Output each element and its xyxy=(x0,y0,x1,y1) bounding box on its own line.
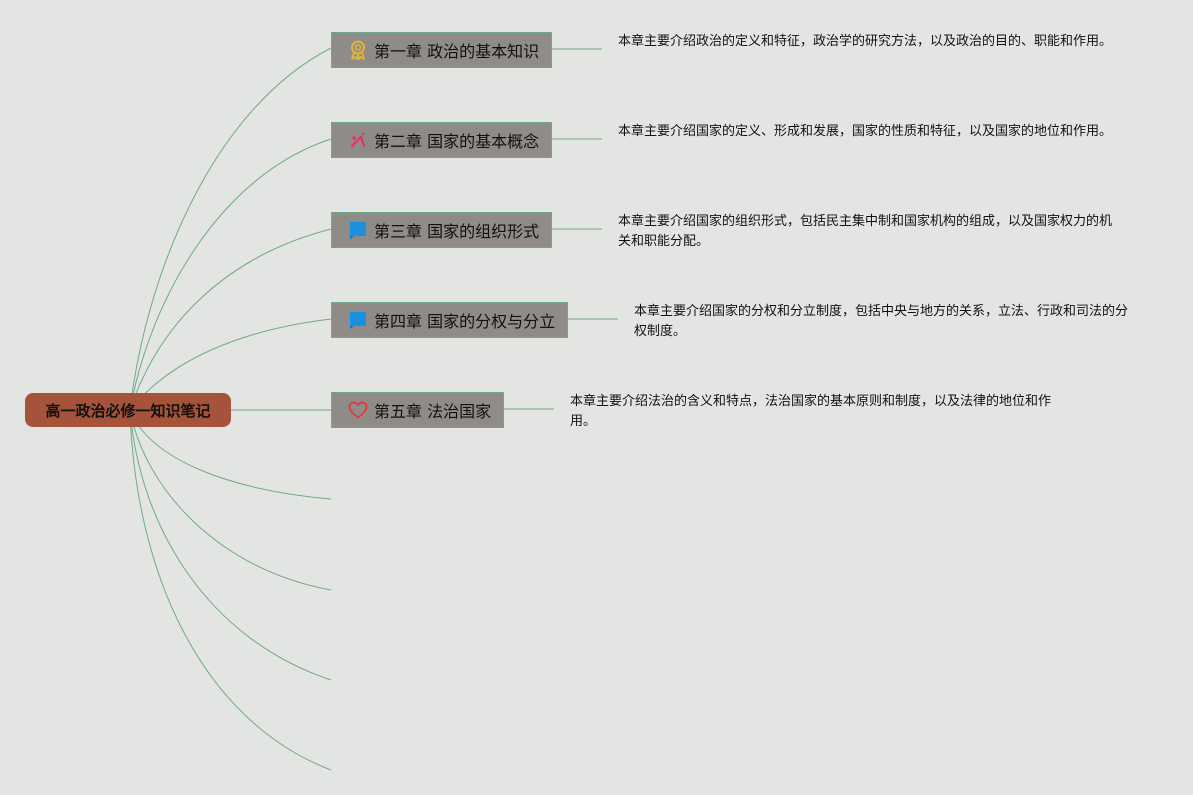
chapter-title-3: 第三章 国家的组织形式 xyxy=(374,222,540,241)
sparkle-wand-icon xyxy=(348,130,368,150)
root-node[interactable]: 高一政治必修一知识笔记 xyxy=(25,393,231,427)
empty-branch-9 xyxy=(129,409,332,771)
empty-branch-6 xyxy=(129,409,332,500)
chapter-description-4: 本章主要介绍国家的分权和分立制度，包括中央与地方的关系，立法、行政和司法的分权制… xyxy=(634,304,1129,339)
chapter-node-1[interactable]: 第一章 政治的基本知识 xyxy=(331,32,552,68)
chapter-description-2: 本章主要介绍国家的定义、形成和发展，国家的性质和特征，以及国家的地位和作用。 xyxy=(618,124,1113,139)
award-ribbon-icon xyxy=(348,40,368,60)
chapter-description-3: 本章主要介绍国家的组织形式，包括民主集中制和国家机构的组成，以及国家权力的机关和… xyxy=(618,214,1113,249)
chapter-node-2[interactable]: 第二章 国家的基本概念 xyxy=(331,122,552,158)
heart-icon xyxy=(348,400,368,420)
empty-branch-8 xyxy=(129,409,332,681)
chapter-node-5[interactable]: 第五章 法治国家 xyxy=(331,392,504,428)
chapter-title-4: 第四章 国家的分权与分立 xyxy=(374,312,556,331)
root-title: 高一政治必修一知识笔记 xyxy=(45,401,211,420)
chapter-title-1: 第一章 政治的基本知识 xyxy=(374,42,540,61)
chapter-description-1: 本章主要介绍政治的定义和特征，政治学的研究方法，以及政治的目的、职能和作用。 xyxy=(618,34,1113,49)
chapter-title-2: 第二章 国家的基本概念 xyxy=(374,132,540,151)
branch-connector-1 xyxy=(129,47,332,411)
blue-flag-icon xyxy=(348,220,368,240)
chapter-description-5: 本章主要介绍法治的含义和特点，法治国家的基本原则和制度，以及法律的地位和作用。 xyxy=(570,394,1052,429)
blue-flag-icon xyxy=(348,310,368,330)
branch-connector-4 xyxy=(129,318,332,411)
chapter-node-3[interactable]: 第三章 国家的组织形式 xyxy=(331,212,552,248)
branch-connector-3 xyxy=(129,228,332,411)
empty-branch-7 xyxy=(129,409,332,591)
chapter-title-5: 第五章 法治国家 xyxy=(374,402,492,421)
chapter-node-4[interactable]: 第四章 国家的分权与分立 xyxy=(331,302,568,338)
branch-connector-2 xyxy=(129,138,332,411)
